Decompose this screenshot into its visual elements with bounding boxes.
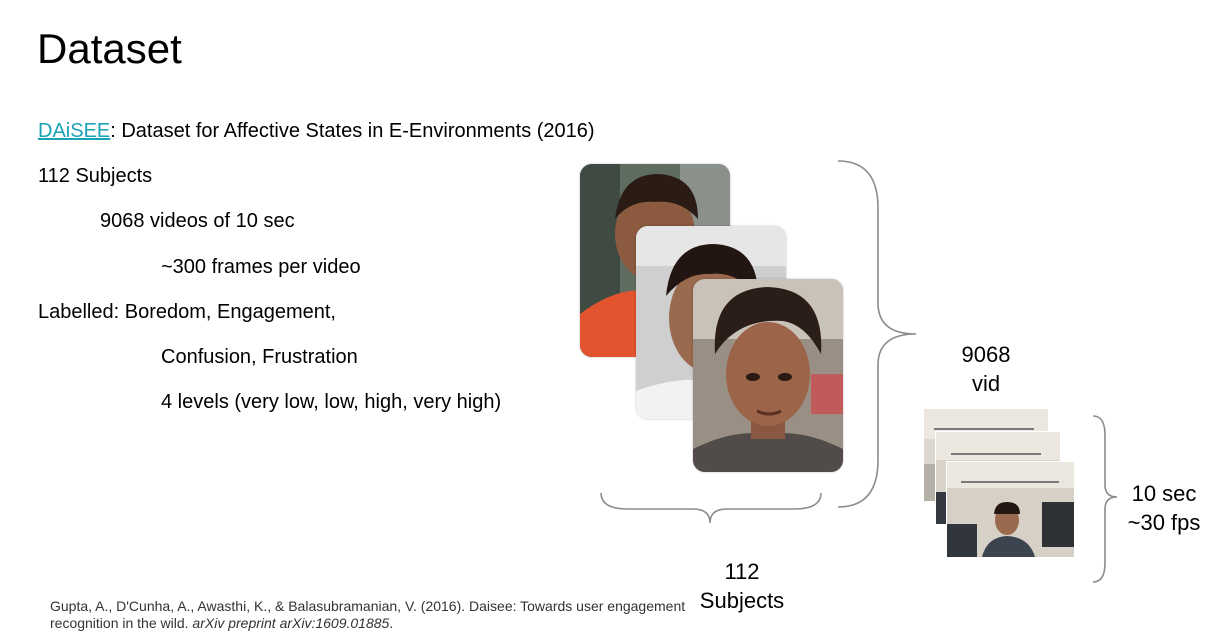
videos-line: 9068 videos of 10 sec <box>100 210 295 232</box>
slide-title: Dataset <box>37 25 182 72</box>
video-frame-3 <box>946 461 1075 558</box>
reference-citation: Gupta, A., D'Cunha, A., Awasthi, K., & B… <box>50 598 690 632</box>
videos-brace-icon <box>837 160 917 508</box>
videos-count: 9068 <box>961 342 1011 367</box>
daisee-link[interactable]: DAiSEE <box>38 120 111 142</box>
fps-text: ~30 fps <box>1127 510 1201 535</box>
videos-unit: vid <box>971 371 1001 396</box>
frames-line: ~300 frames per video <box>161 256 361 278</box>
labels-line: Labelled: Boredom, Engagement, <box>38 301 336 323</box>
reference-text: Gupta, A., D'Cunha, A., Awasthi, K., & B… <box>50 598 686 631</box>
labels-line-2: Confusion, Frustration <box>161 346 358 368</box>
reference-end: . <box>389 615 394 631</box>
subjects-unit: Subjects <box>699 588 785 613</box>
levels-line: 4 levels (very low, low, high, very high… <box>161 391 502 413</box>
subject-photo-3 <box>693 279 843 472</box>
frames-brace-icon <box>1092 415 1118 583</box>
videos-count-caption: 9068 vid <box>940 340 1032 398</box>
subjects-line: 112 Subjects <box>38 165 153 187</box>
frames-caption: 10 sec ~30 fps <box>1122 479 1206 537</box>
subjects-brace-icon <box>600 492 822 524</box>
dataset-description: : Dataset for Affective States in E-Envi… <box>110 120 595 142</box>
duration-text: 10 sec <box>1131 481 1197 506</box>
dataset-line: DAiSEE: Dataset for Affective States in … <box>38 118 595 144</box>
subjects-caption: 112 Subjects <box>690 557 794 615</box>
subjects-count: 112 <box>724 559 760 584</box>
reference-venue: arXiv preprint arXiv:1609.01885 <box>192 615 390 631</box>
